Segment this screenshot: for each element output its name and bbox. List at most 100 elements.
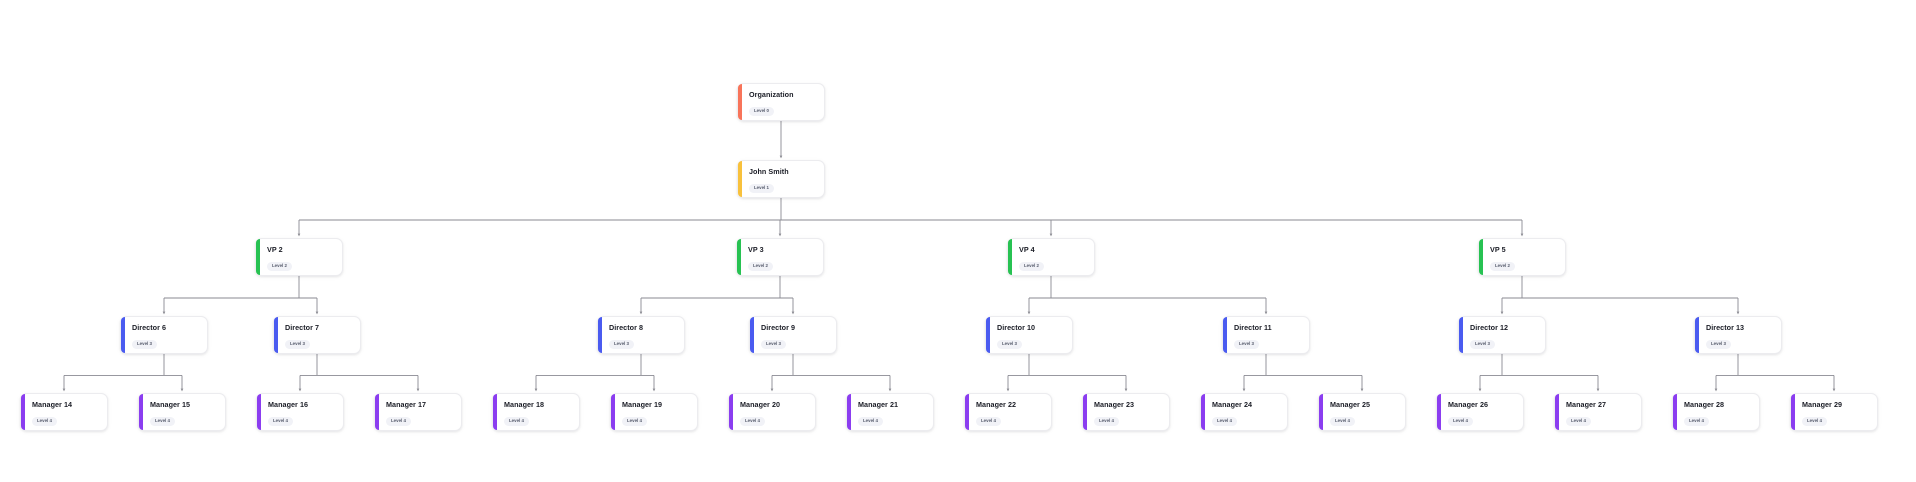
node-title: Director 12 <box>1470 323 1509 332</box>
node-title: VP 2 <box>267 245 283 254</box>
org-node-n12[interactable]: Director 12 Level 3 <box>1458 316 1546 354</box>
node-level-badge: Level 3 <box>997 339 1022 349</box>
node-title: Manager 20 <box>740 400 781 409</box>
node-level-badge: Level 3 <box>1470 339 1495 349</box>
node-level-badge: Level 4 <box>858 416 883 426</box>
node-level-badge: Level 4 <box>32 416 57 426</box>
org-node-n23[interactable]: Manager 23 Level 4 <box>1082 393 1170 431</box>
node-title: Manager 21 <box>858 400 899 409</box>
node-title: Director 11 <box>1234 323 1272 332</box>
node-title: Manager 29 <box>1802 400 1843 409</box>
level-accent-bar <box>1555 394 1559 430</box>
level-accent-bar <box>375 394 379 430</box>
node-level-badge: Level 4 <box>740 416 765 426</box>
level-accent-bar <box>986 317 990 353</box>
level-accent-bar <box>1083 394 1087 430</box>
level-accent-bar <box>847 394 851 430</box>
org-node-n14[interactable]: Manager 14 Level 4 <box>20 393 108 431</box>
level-accent-bar <box>21 394 25 430</box>
node-title: Director 9 <box>761 323 796 332</box>
level-accent-bar <box>257 394 261 430</box>
level-accent-bar <box>738 84 742 120</box>
node-title: John Smith <box>749 167 789 176</box>
node-title: Manager 18 <box>504 400 545 409</box>
node-title: Manager 25 <box>1330 400 1371 409</box>
node-title: Manager 26 <box>1448 400 1489 409</box>
org-node-n19[interactable]: Manager 19 Level 4 <box>610 393 698 431</box>
level-accent-bar <box>1201 394 1205 430</box>
org-node-n5[interactable]: VP 5 Level 2 <box>1478 238 1566 276</box>
node-title: Director 7 <box>285 323 320 332</box>
node-title: VP 3 <box>748 245 764 254</box>
node-title: Director 8 <box>609 323 644 332</box>
node-title: Organization <box>749 90 794 99</box>
node-level-badge: Level 4 <box>1094 416 1119 426</box>
level-accent-bar <box>965 394 969 430</box>
level-accent-bar <box>738 161 742 197</box>
node-title: Manager 16 <box>268 400 309 409</box>
node-level-badge: Level 4 <box>504 416 529 426</box>
level-accent-bar <box>1223 317 1227 353</box>
node-title: Manager 23 <box>1094 400 1135 409</box>
node-level-badge: Level 2 <box>1490 261 1515 271</box>
node-level-badge: Level 3 <box>1706 339 1731 349</box>
level-accent-bar <box>1008 239 1012 275</box>
node-level-badge: Level 3 <box>761 339 786 349</box>
node-level-badge: Level 2 <box>1019 261 1044 271</box>
node-title: Manager 14 <box>32 400 73 409</box>
level-accent-bar <box>1319 394 1323 430</box>
node-level-badge: Level 1 <box>749 183 774 193</box>
level-accent-bar <box>274 317 278 353</box>
node-title: VP 4 <box>1019 245 1035 254</box>
node-title: Director 10 <box>997 323 1036 332</box>
level-accent-bar <box>1673 394 1677 430</box>
node-title: Director 6 <box>132 323 167 332</box>
level-accent-bar <box>737 239 741 275</box>
node-level-badge: Level 4 <box>1802 416 1827 426</box>
org-node-n7[interactable]: Director 7 Level 3 <box>273 316 361 354</box>
node-level-badge: Level 2 <box>748 261 773 271</box>
level-accent-bar <box>1459 317 1463 353</box>
node-title: VP 5 <box>1490 245 1506 254</box>
level-accent-bar <box>729 394 733 430</box>
org-node-n4[interactable]: VP 4 Level 2 <box>1007 238 1095 276</box>
node-level-badge: Level 4 <box>622 416 647 426</box>
node-level-badge: Level 4 <box>1566 416 1591 426</box>
level-accent-bar <box>139 394 143 430</box>
level-accent-bar <box>611 394 615 430</box>
level-accent-bar <box>1479 239 1483 275</box>
node-level-badge: Level 4 <box>150 416 175 426</box>
node-level-badge: Level 3 <box>285 339 310 349</box>
node-level-badge: Level 4 <box>1212 416 1237 426</box>
org-node-n16[interactable]: Manager 16 Level 4 <box>256 393 344 431</box>
level-accent-bar <box>1791 394 1795 430</box>
org-node-n20[interactable]: Manager 20 Level 4 <box>728 393 816 431</box>
org-node-n21[interactable]: Manager 21 Level 4 <box>846 393 934 431</box>
org-node-n29[interactable]: Manager 29 Level 4 <box>1790 393 1878 431</box>
node-level-badge: Level 3 <box>132 339 157 349</box>
node-level-badge: Level 4 <box>268 416 293 426</box>
org-node-n9[interactable]: Director 9 Level 3 <box>749 316 837 354</box>
org-node-n6[interactable]: Director 6 Level 3 <box>120 316 208 354</box>
org-node-n18[interactable]: Manager 18 Level 4 <box>492 393 580 431</box>
node-level-badge: Level 4 <box>976 416 1001 426</box>
node-title: Manager 19 <box>622 400 663 409</box>
org-node-n3[interactable]: VP 3 Level 2 <box>736 238 824 276</box>
org-node-n10[interactable]: Director 10 Level 3 <box>985 316 1073 354</box>
node-title: Manager 17 <box>386 400 427 409</box>
